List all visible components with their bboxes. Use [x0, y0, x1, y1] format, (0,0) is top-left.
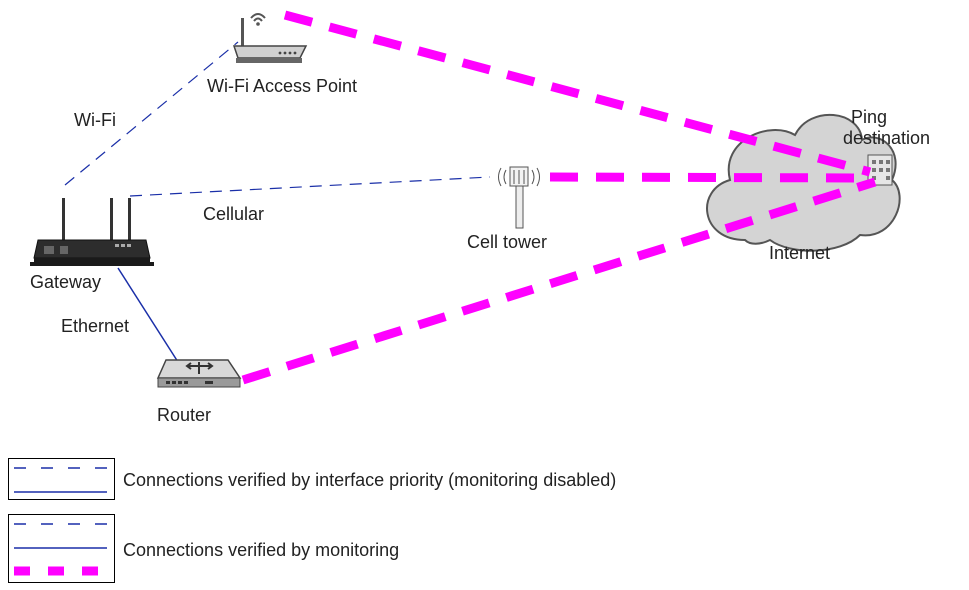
internet-cloud-icon [706, 113, 901, 252]
router-monitor-line [241, 177, 877, 385]
gateway-label: Gateway [30, 272, 102, 292]
router-icon [156, 359, 242, 388]
cellular-link-line [129, 176, 491, 197]
wifi-access-point-icon [232, 13, 308, 63]
wifi-link-line [64, 41, 239, 186]
ping-destination-label-line2: destination [843, 128, 931, 148]
legend-priority-text: Connections verified by interface priori… [123, 470, 617, 490]
wifi-link-label: Wi-Fi [74, 110, 116, 130]
cell-tower-label: Cell tower [467, 232, 548, 252]
ping-destination-label-line1: Ping [851, 107, 888, 127]
cellular-monitor-line [549, 172, 871, 183]
cellular-link-label: Cellular [203, 204, 265, 224]
router-label: Router [157, 405, 212, 425]
wifi-access-point-label: Wi-Fi Access Point [207, 76, 358, 96]
gateway-icon [30, 198, 154, 266]
ethernet-link-label: Ethernet [61, 316, 130, 336]
wifi-monitor-line [283, 10, 872, 177]
legend-box-monitoring [8, 514, 115, 583]
ethernet-link-line [117, 267, 179, 363]
internet-label: Internet [769, 243, 831, 263]
legend-monitoring-text: Connections verified by monitoring [123, 540, 400, 560]
legend-box-priority [8, 458, 115, 500]
cell-tower-icon [498, 166, 540, 229]
